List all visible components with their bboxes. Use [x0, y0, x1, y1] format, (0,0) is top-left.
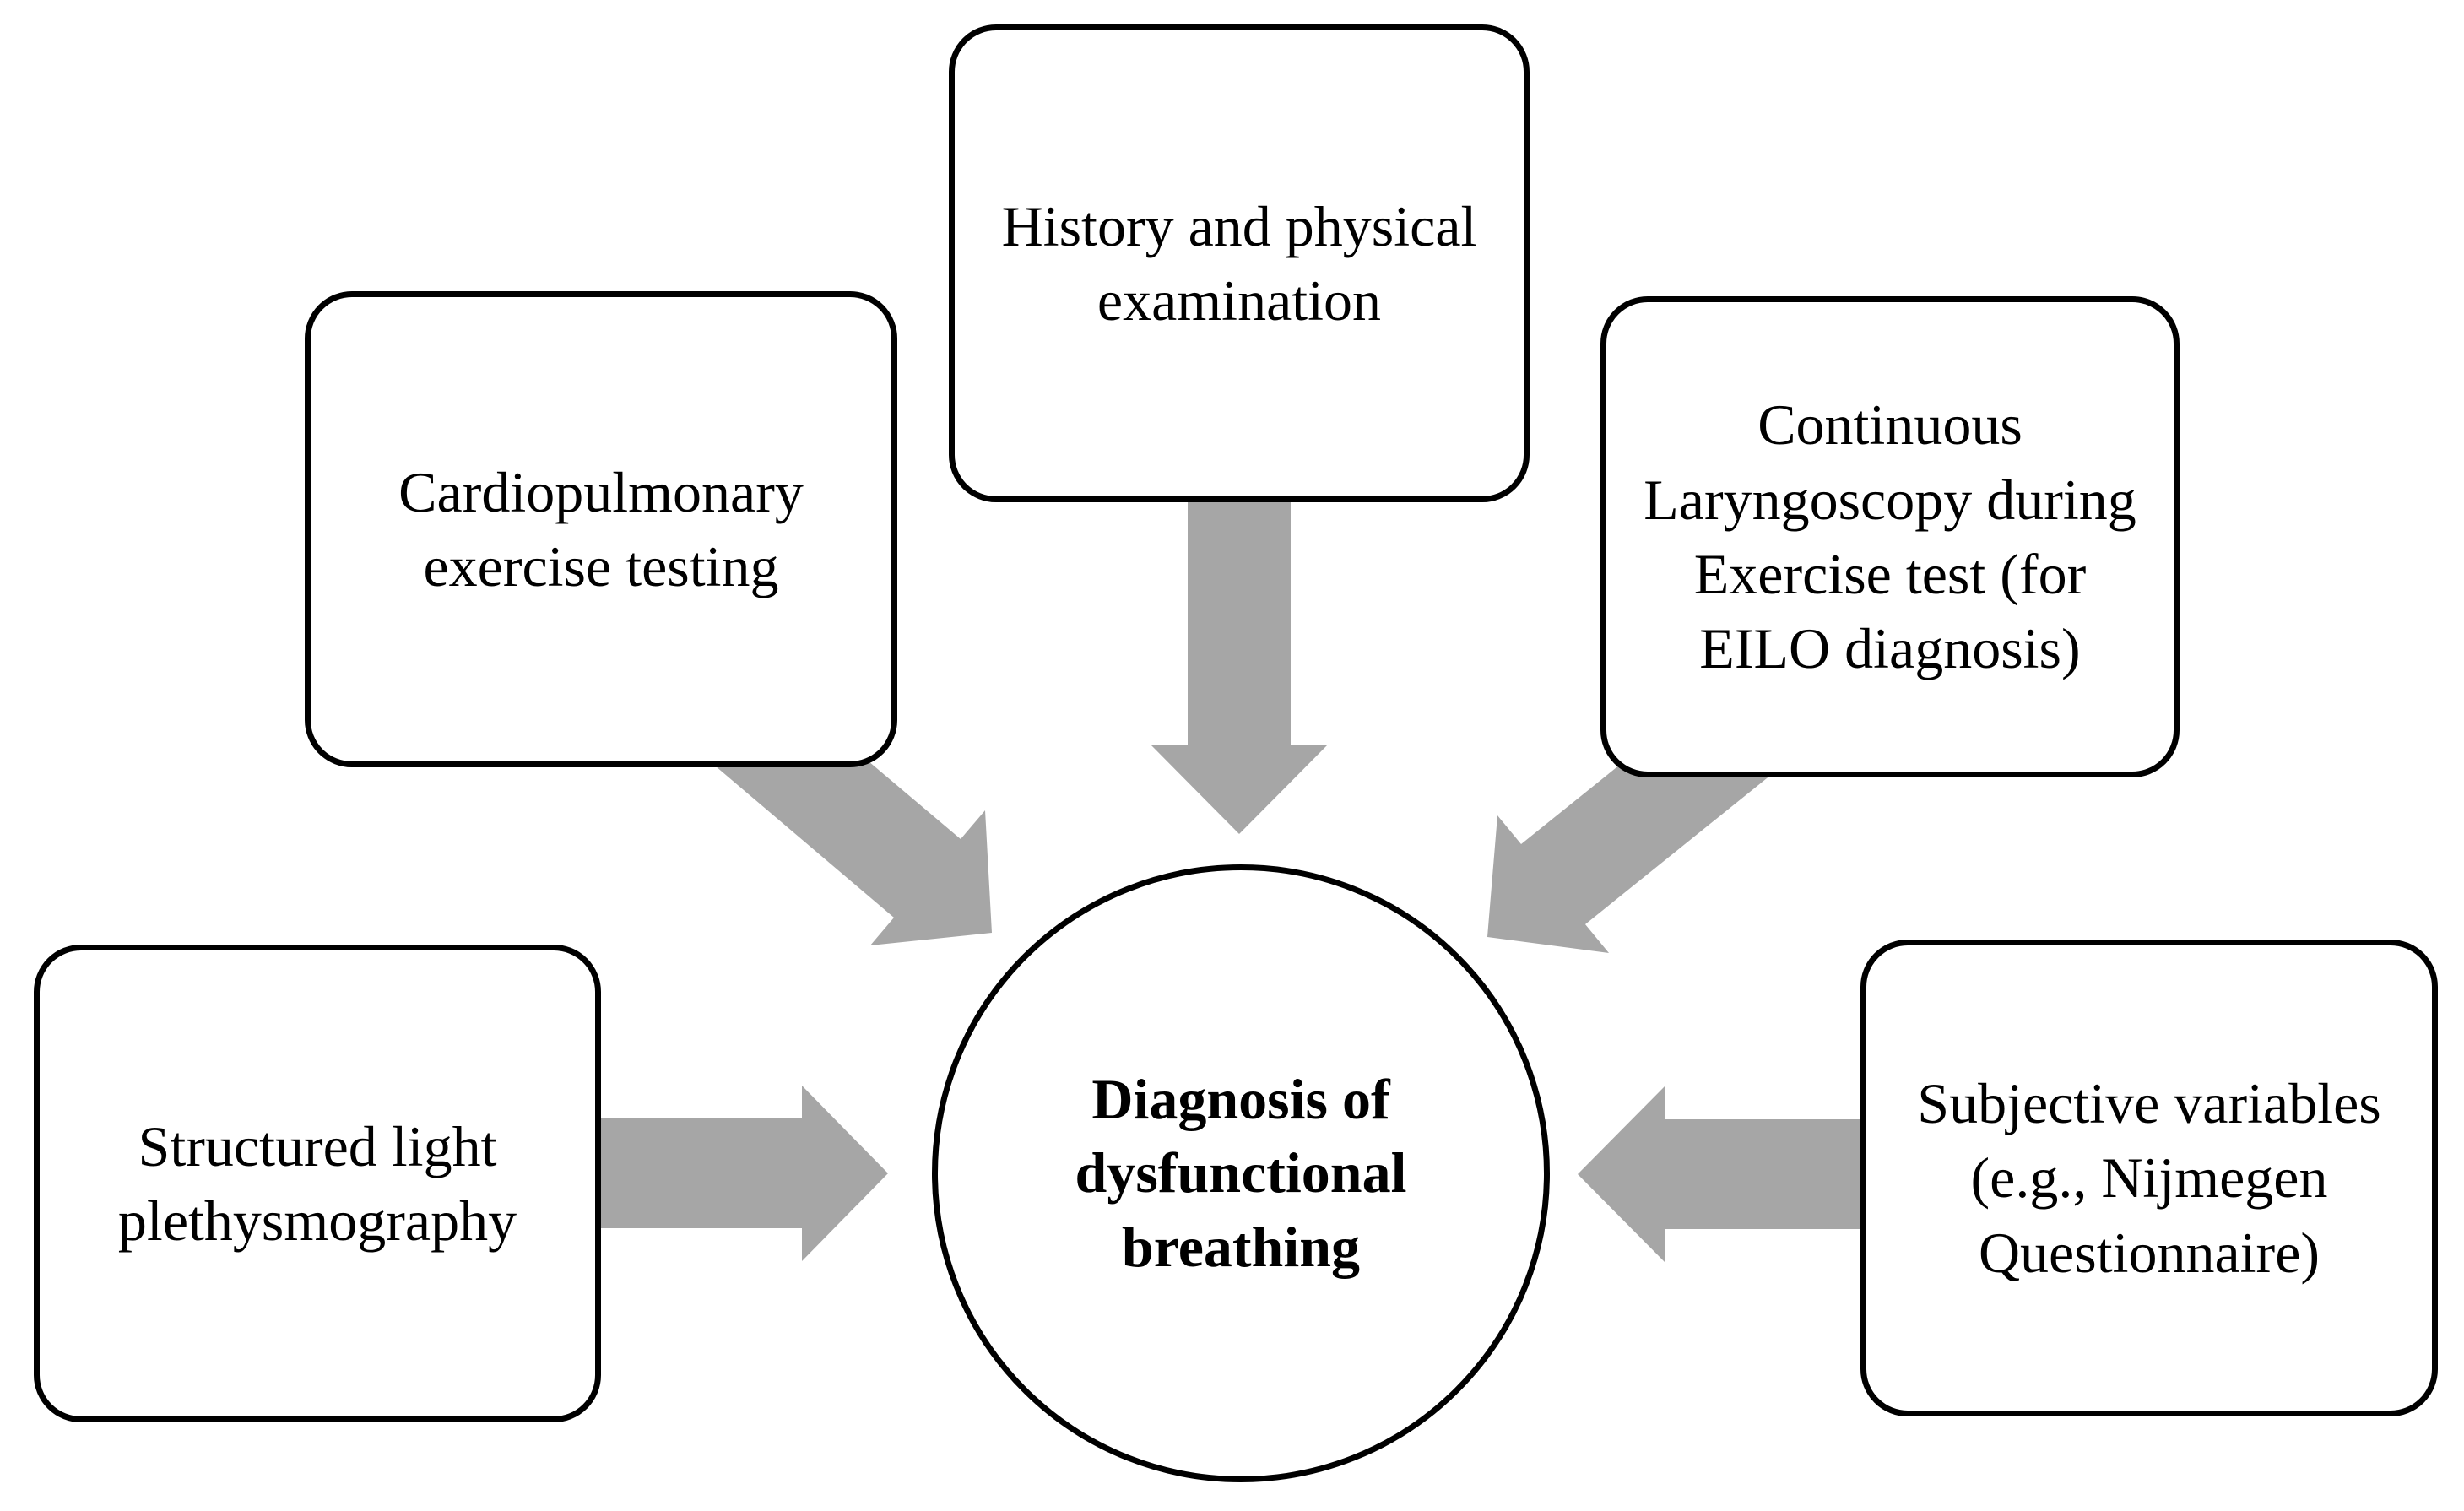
arrow-history-to-center-icon	[1151, 498, 1328, 834]
arrow-subjective-to-center-icon	[1578, 1086, 1870, 1262]
node-continuous-laryngoscopy: Continuous Laryngoscopy during Exercise …	[1600, 296, 2180, 777]
node-diagnosis-center-label: Diagnosis of dysfunctional breathing	[1075, 1067, 1407, 1279]
node-cardiopulmonary-exercise-label: Cardiopulmonary exercise testing	[398, 459, 804, 598]
node-structured-light-plethysmography: Structured light plethysmography	[34, 945, 601, 1422]
node-history-physical-exam-label: History and physical examination	[1001, 193, 1477, 333]
node-subjective-variables-label: Subjective variables (e.g., Nijmegen Que…	[1917, 1070, 2381, 1285]
node-cardiopulmonary-exercise: Cardiopulmonary exercise testing	[305, 291, 897, 767]
node-subjective-variables: Subjective variables (e.g., Nijmegen Que…	[1860, 940, 2438, 1416]
node-diagnosis-center: Diagnosis of dysfunctional breathing	[932, 864, 1550, 1482]
node-structured-light-plethysmography-label: Structured light plethysmography	[117, 1113, 517, 1253]
arrow-slp-to-center-icon	[595, 1086, 888, 1261]
node-history-physical-exam: History and physical examination	[949, 24, 1530, 502]
node-continuous-laryngoscopy-label: Continuous Laryngoscopy during Exercise …	[1644, 393, 2136, 681]
